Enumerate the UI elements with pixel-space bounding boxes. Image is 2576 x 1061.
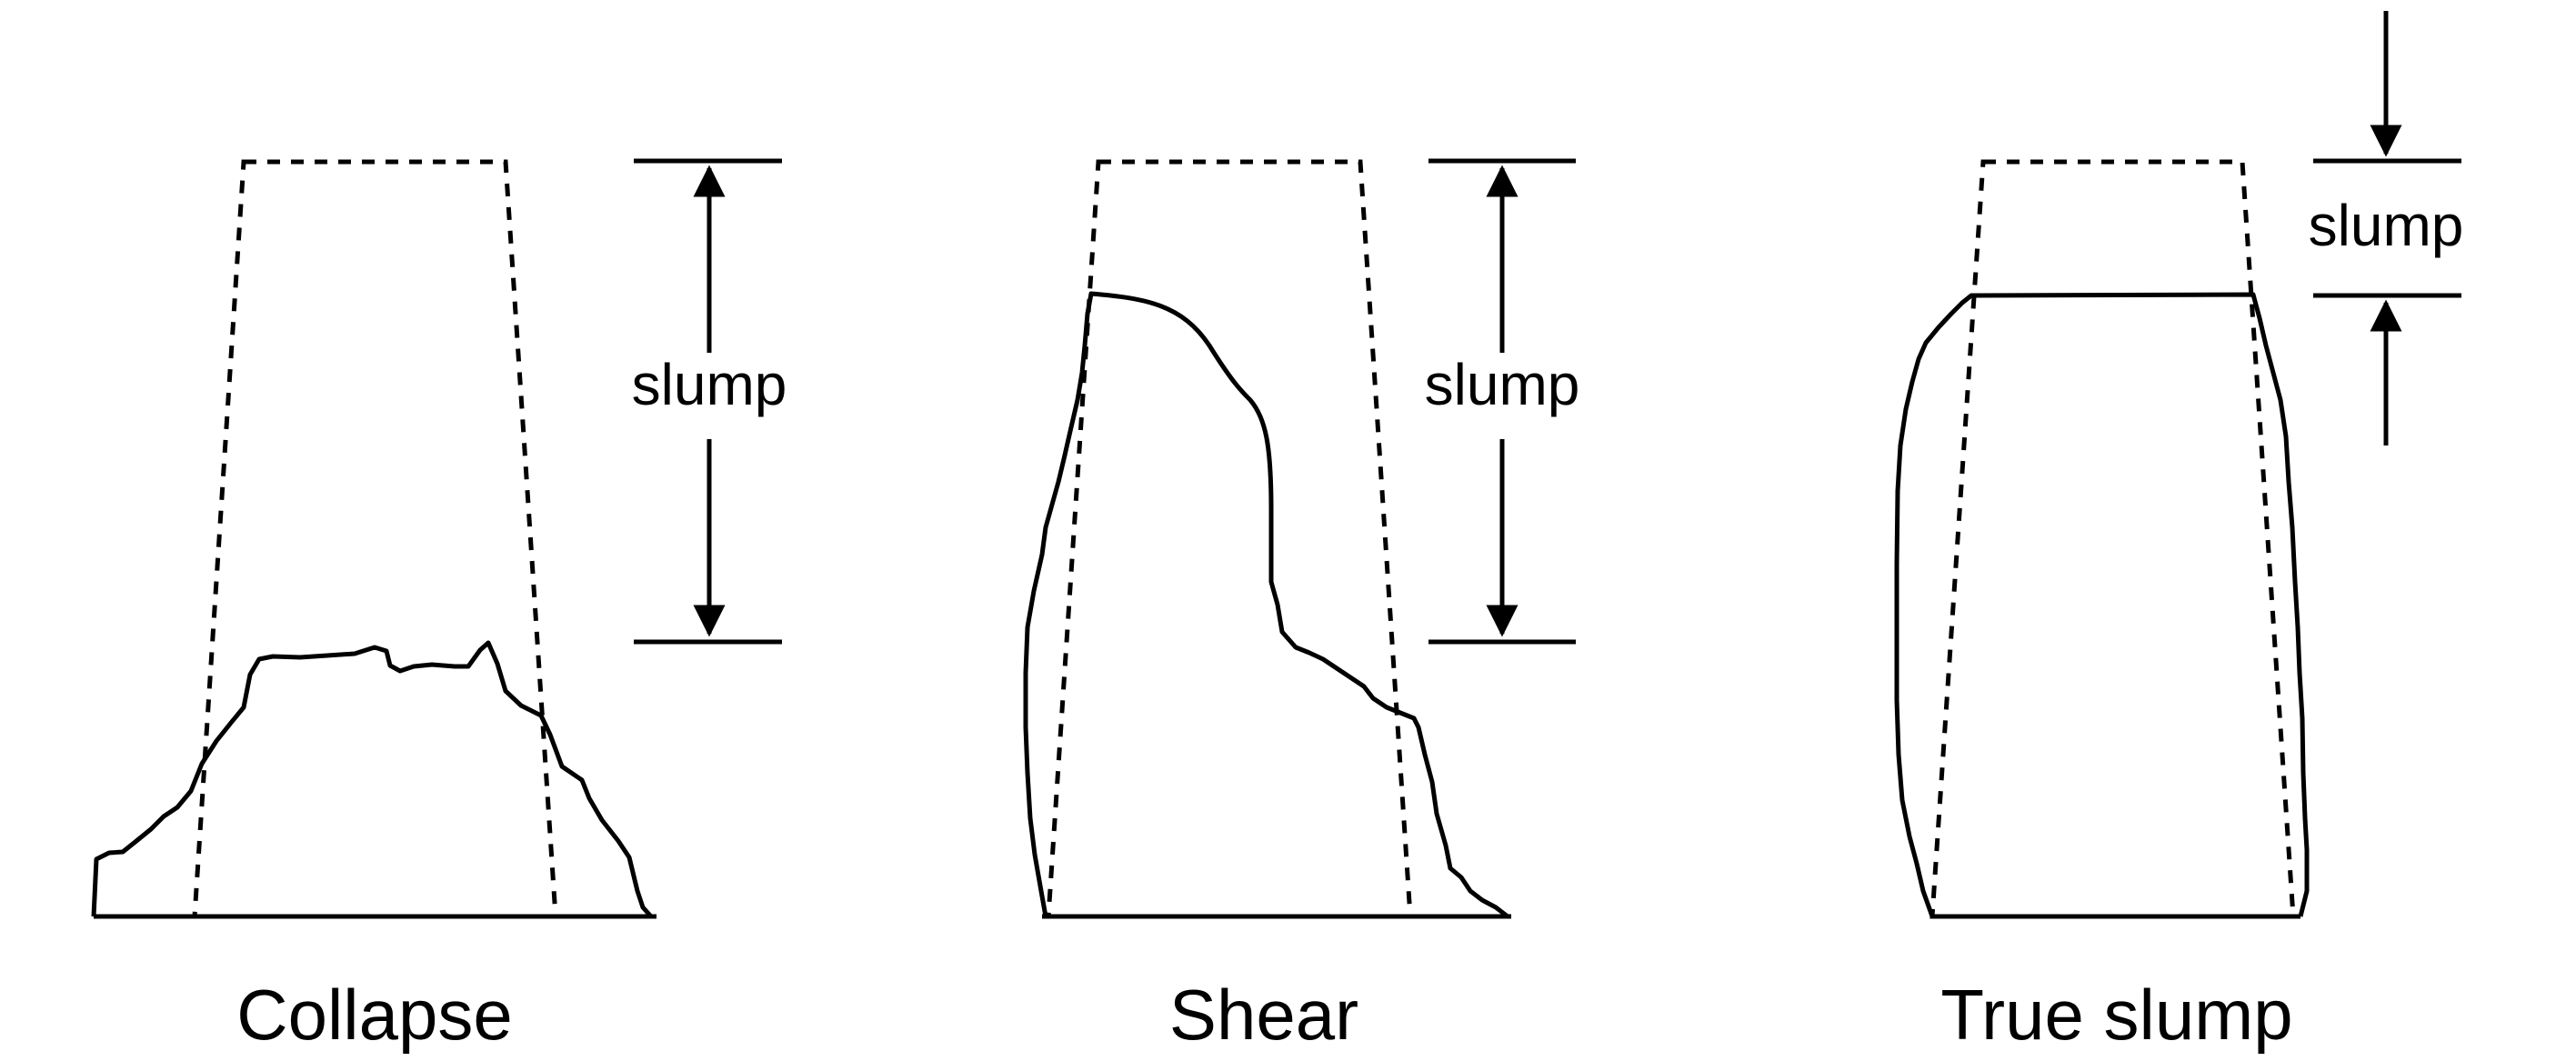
collapse-panel: slump Collapse [91,158,787,1055]
collapse-original-cone-outline [192,159,558,919]
shear-caption: Shear [1169,975,1358,1055]
true-slump-concrete-profile [1894,292,2310,917]
shear-panel: slump Shear [1023,158,1580,1055]
collapse-concrete-profile [91,640,653,918]
true-slump-caption: True slump [1940,975,2292,1055]
true-slump-panel: slump True slump [1894,11,2464,1055]
true-slump-original-cone-outline [1929,159,2296,919]
shear-slump-label: slump [1425,352,1580,417]
true-slump-slump-label: slump [2309,193,2464,258]
shear-original-cone-outline [1046,159,1413,919]
collapse-caption: Collapse [236,975,513,1055]
shear-concrete-profile [1023,291,1509,918]
collapse-slump-label: slump [632,352,787,417]
